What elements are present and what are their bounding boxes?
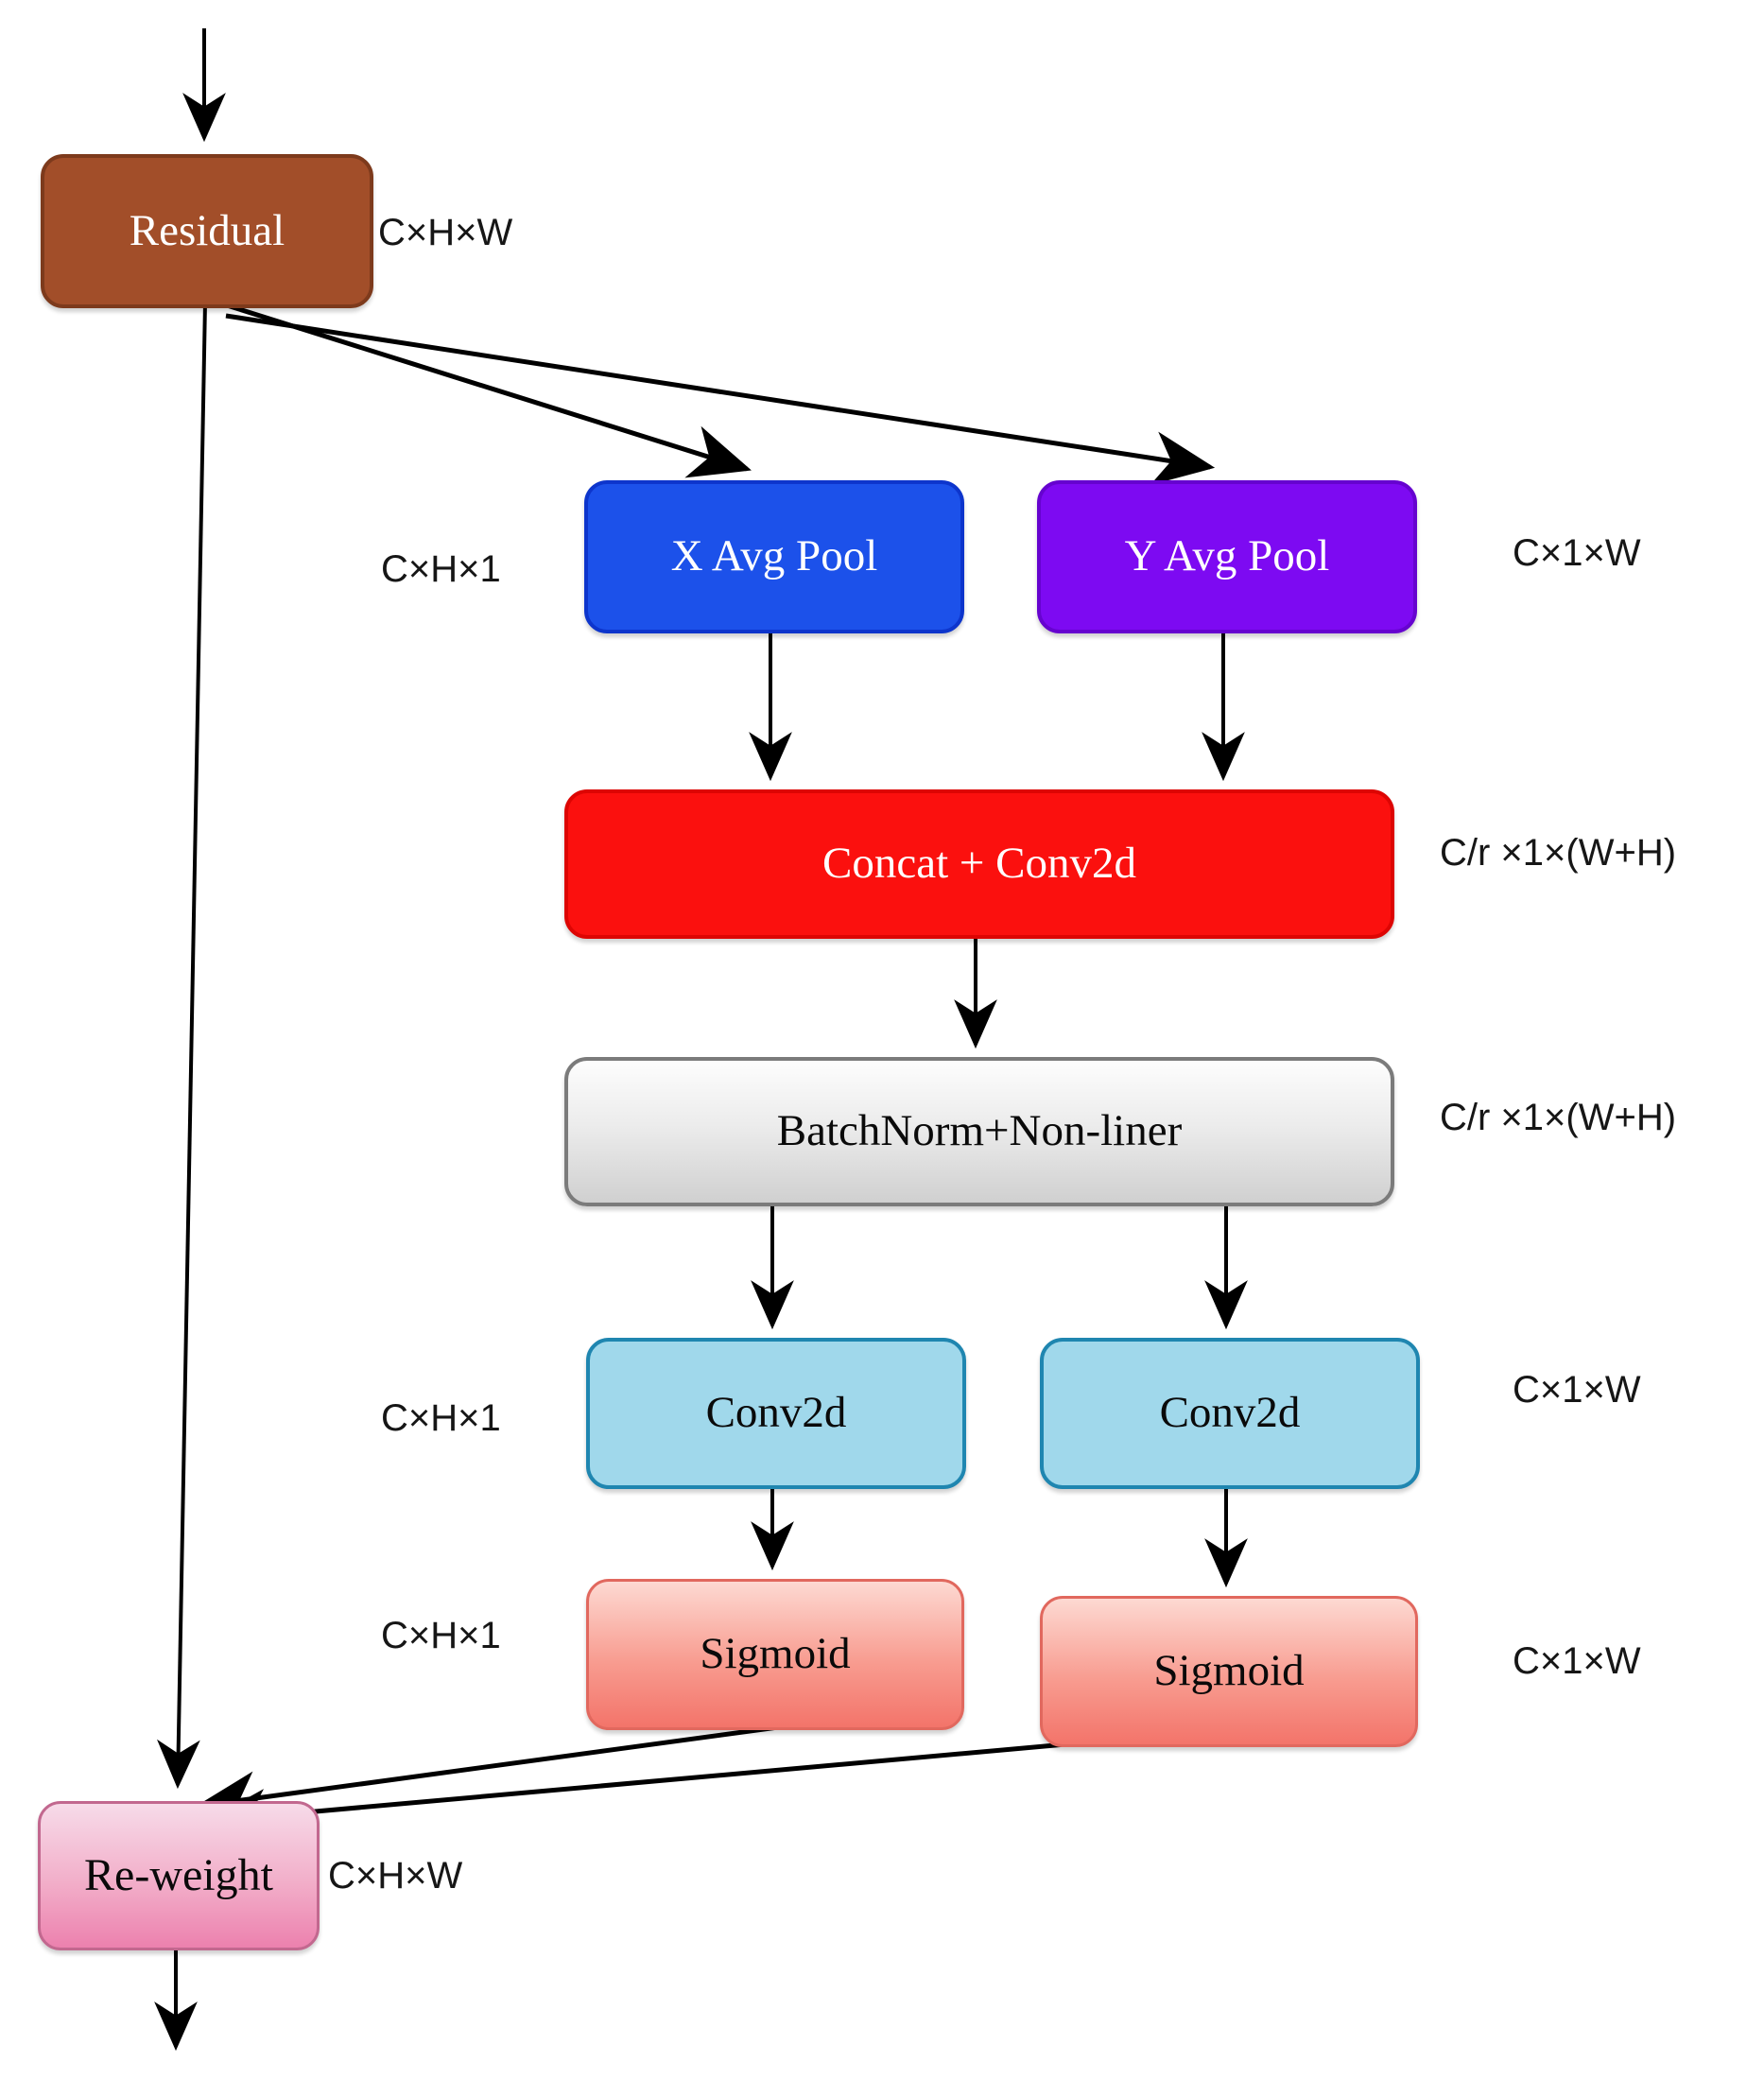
dim-label-residual: C×H×W — [378, 212, 513, 253]
node-y-avg-pool: Y Avg Pool — [1037, 480, 1417, 633]
node-conv2d-y: Conv2d — [1040, 1338, 1420, 1489]
dim-label-x-avg-pool: C×H×1 — [381, 548, 501, 590]
edge-sigmoid-y-to-reweight — [204, 1740, 1088, 1844]
node-reweight-label: Re-weight — [84, 1849, 273, 1900]
node-y-avg-pool-label: Y Avg Pool — [1124, 531, 1330, 581]
dim-label-conv2d-y: C×1×W — [1513, 1369, 1641, 1411]
node-x-avg-pool: X Avg Pool — [584, 480, 964, 633]
node-batchnorm-nonlinear: BatchNorm+Non-liner — [564, 1057, 1394, 1206]
node-residual: Residual — [41, 154, 373, 308]
node-reweight: Re-weight — [38, 1801, 320, 1950]
dim-label-concat: C/r ×1×(W+H) — [1440, 832, 1677, 874]
node-conv2d-x-label: Conv2d — [705, 1388, 847, 1438]
dim-label-conv2d-x: C×H×1 — [381, 1397, 501, 1439]
node-sigmoid-y: Sigmoid — [1040, 1596, 1418, 1747]
dim-label-sigmoid-y: C×1×W — [1513, 1640, 1641, 1682]
edge-sigmoid-x-to-reweight — [195, 1722, 800, 1826]
edge-residual-to-reweight — [157, 302, 207, 1790]
dim-label-reweight: C×H×W — [328, 1855, 463, 1897]
node-sigmoid-x: Sigmoid — [586, 1579, 964, 1730]
node-concat-conv2d: Concat + Conv2d — [564, 789, 1394, 939]
edge-residual-to-y-avg-pool — [225, 313, 1216, 486]
node-conv2d-x: Conv2d — [586, 1338, 966, 1489]
node-concat-conv2d-label: Concat + Conv2d — [822, 839, 1136, 889]
dim-label-sigmoid-x: C×H×1 — [381, 1615, 501, 1656]
node-x-avg-pool-label: X Avg Pool — [670, 531, 878, 581]
dim-label-y-avg-pool: C×1×W — [1513, 532, 1641, 574]
edge-residual-to-x-avg-pool — [223, 302, 752, 478]
node-residual-label: Residual — [129, 205, 285, 255]
node-batchnorm-nonlinear-label: BatchNorm+Non-liner — [776, 1106, 1183, 1156]
node-sigmoid-y-label: Sigmoid — [1153, 1646, 1305, 1696]
dim-label-batchnorm: C/r ×1×(W+H) — [1440, 1097, 1677, 1138]
node-sigmoid-x-label: Sigmoid — [700, 1629, 851, 1679]
node-conv2d-y-label: Conv2d — [1159, 1388, 1301, 1438]
